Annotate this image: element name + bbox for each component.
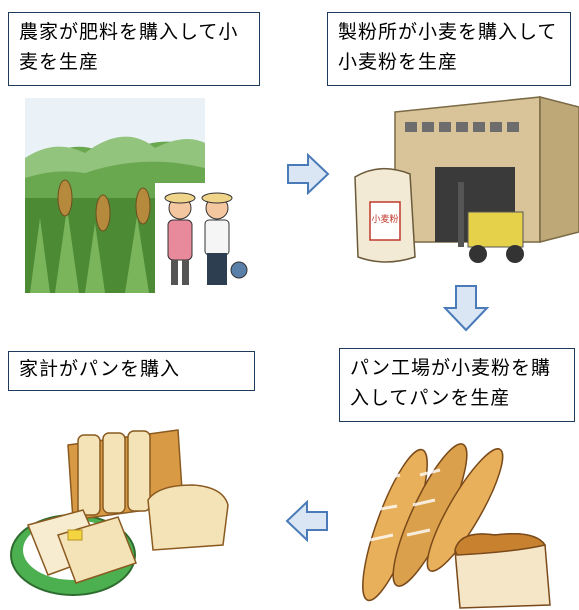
- step-3-label: パン工場が小麦粉を購入してパンを生産: [339, 348, 575, 422]
- step-2-text: 製粉所が小麦を購入して小麦粉を生産: [338, 21, 558, 73]
- arrow-right-icon: [286, 153, 330, 195]
- step-4-text: 家計がパンを購入: [19, 358, 180, 380]
- flour-bag-text: 小麦粉: [371, 213, 398, 225]
- arrow-down-icon: [443, 284, 489, 332]
- flour-mill-illustration: 小麦粉: [350, 92, 579, 277]
- arrow-left-icon: [285, 500, 329, 542]
- farm-illustration: [25, 98, 250, 293]
- bread-illustration: [345, 440, 579, 610]
- step-2-label: 製粉所が小麦を購入して小麦粉を生産: [327, 12, 571, 86]
- sliced-bread-illustration: [8, 405, 273, 605]
- step-3-text: パン工場が小麦粉を購入してパンを生産: [350, 357, 551, 409]
- step-4-label: 家計がパンを購入: [8, 351, 255, 391]
- step-1-label: 農家が肥料を購入して小麦を生産: [8, 12, 260, 86]
- step-1-text: 農家が肥料を購入して小麦を生産: [19, 21, 239, 73]
